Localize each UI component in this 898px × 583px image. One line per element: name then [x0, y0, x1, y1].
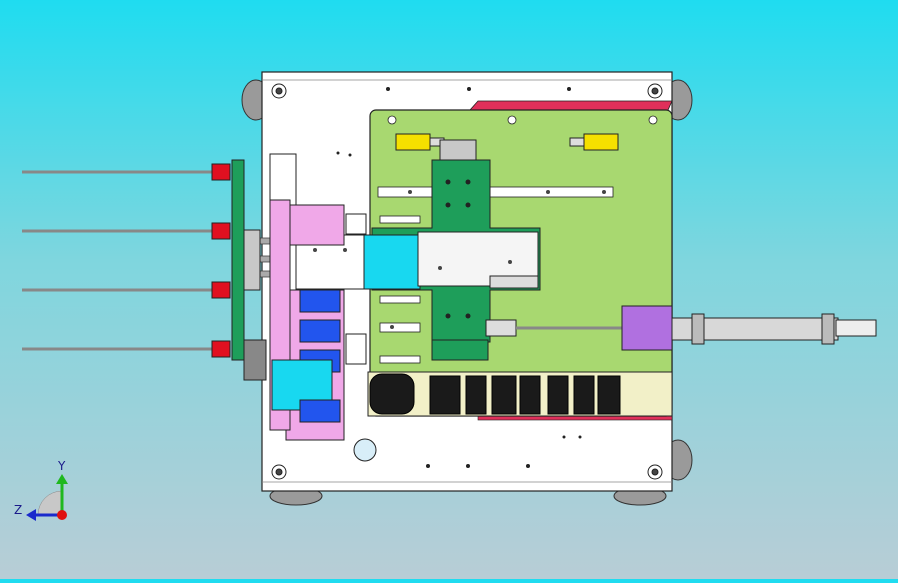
pusher-plate	[231, 159, 245, 361]
mounting-holes	[336, 87, 582, 468]
linear-rails	[377, 186, 614, 364]
push-rods	[22, 170, 212, 351]
axis-triad[interactable]: Y Z	[14, 459, 68, 521]
cable-chain	[369, 373, 621, 415]
z-axis-label: Z	[14, 503, 22, 517]
side-cylinder	[485, 305, 877, 351]
main-cylinder	[361, 234, 421, 290]
red-strip	[469, 100, 673, 111]
y-axis-label: Y	[57, 459, 66, 473]
left-fixture	[269, 153, 367, 441]
corner-bolts	[271, 83, 663, 480]
inspection-port	[353, 438, 377, 462]
yellow-sensors	[395, 133, 619, 151]
red-caps	[211, 163, 231, 358]
